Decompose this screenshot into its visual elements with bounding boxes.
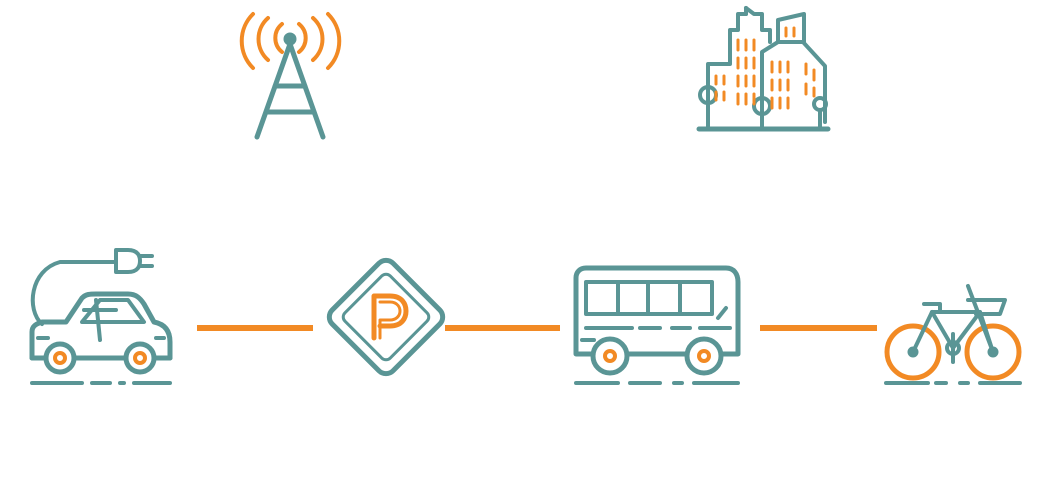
parking-sign-icon	[326, 257, 446, 377]
bus-icon	[573, 265, 741, 385]
city-buildings-icon	[696, 6, 831, 132]
radio-tower-icon	[239, 12, 342, 140]
electric-car-icon	[29, 248, 173, 385]
bicycle-icon	[884, 284, 1022, 385]
